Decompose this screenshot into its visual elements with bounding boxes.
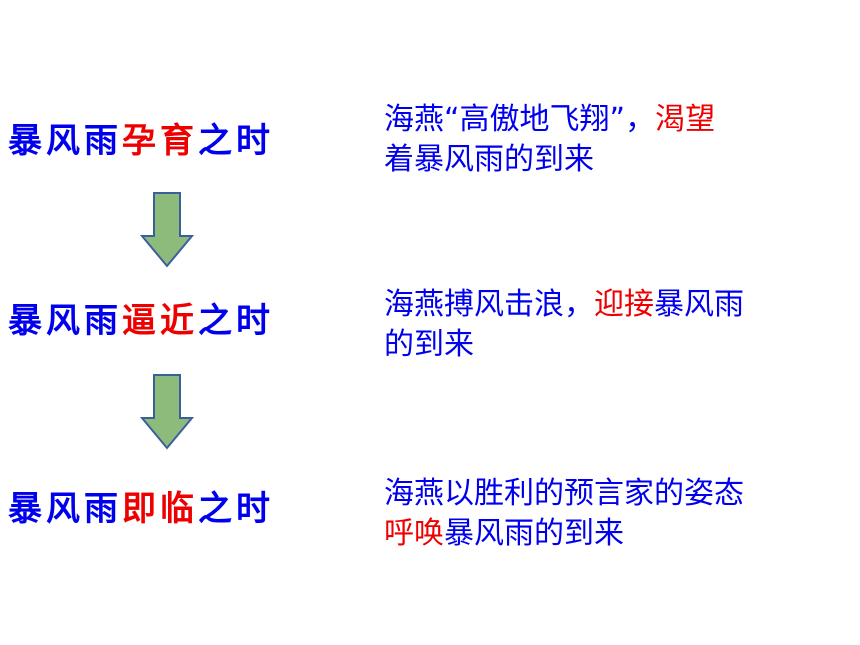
stage-2-label: 暴风雨逼近之时: [8, 293, 348, 342]
stage-3-desc-text: 暴风雨的到来: [444, 516, 624, 551]
stage-3-prefix: 暴风雨: [8, 489, 122, 529]
stage-1-desc-line-1: 海燕“高傲地飞翔”，渴望: [384, 100, 854, 140]
stage-2-desc-line-1: 海燕搏风击浪，迎接暴风雨: [384, 285, 854, 325]
stage-1-prefix: 暴风雨: [8, 121, 122, 161]
stage-1-key: 孕育: [122, 121, 198, 161]
stage-2-key: 逼近: [122, 301, 198, 341]
stage-2-prefix: 暴风雨: [8, 301, 122, 341]
stage-2-desc-line-2: 的到来: [384, 327, 474, 362]
stage-3-desc-line-2: 呼唤暴风雨的到来: [384, 514, 854, 554]
stage-3-key: 即临: [122, 489, 198, 529]
stage-3-description: 海燕以胜利的预言家的姿态 呼唤暴风雨的到来: [384, 474, 854, 554]
stage-1-desc-emphasis: 渴望: [655, 102, 716, 137]
stage-3-suffix: 之时: [198, 489, 274, 529]
stage-3-desc-line-1: 海燕以胜利的预言家的姿态: [384, 476, 744, 511]
stage-3-label: 暴风雨即临之时: [8, 481, 348, 530]
stage-2-desc-text: 海燕搏风击浪，: [384, 287, 594, 322]
stage-2-desc-emphasis: 迎接: [594, 287, 654, 322]
down-arrow-icon: [140, 192, 194, 268]
stage-1-label: 暴风雨孕育之时: [8, 113, 348, 162]
stage-1-desc-line-2: 着暴风雨的到来: [384, 142, 594, 177]
stage-3-desc-emphasis: 呼唤: [384, 516, 444, 551]
stage-2-suffix: 之时: [198, 301, 274, 341]
stage-2-desc-text-end: 暴风雨: [654, 287, 744, 322]
stage-1-suffix: 之时: [198, 121, 274, 161]
stage-1-desc-text: 海燕“高傲地飞翔”，: [384, 102, 656, 137]
down-arrow-icon: [140, 374, 194, 450]
stage-1-description: 海燕“高傲地飞翔”，渴望 着暴风雨的到来: [384, 100, 854, 180]
stage-2-description: 海燕搏风击浪，迎接暴风雨 的到来: [384, 285, 854, 365]
